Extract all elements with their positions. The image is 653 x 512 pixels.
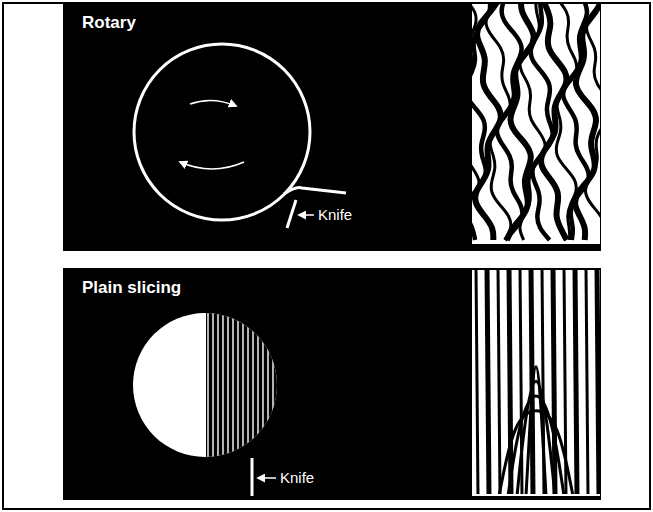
knife-blade [251,458,254,496]
knife-pointer [258,477,276,479]
rotation-arrow [180,162,244,169]
veneer-sheet [284,188,346,194]
rotation-arrow [190,100,236,106]
panel-title: Plain slicing [82,279,181,296]
panel-title: Rotary [82,14,136,31]
panel [63,268,601,500]
log-outline [134,44,310,220]
knife-label: Knife [318,207,352,222]
frame [3,3,650,509]
knife-label: Knife [280,470,314,485]
knife-pointer [299,214,314,216]
knife-blade [287,200,296,228]
